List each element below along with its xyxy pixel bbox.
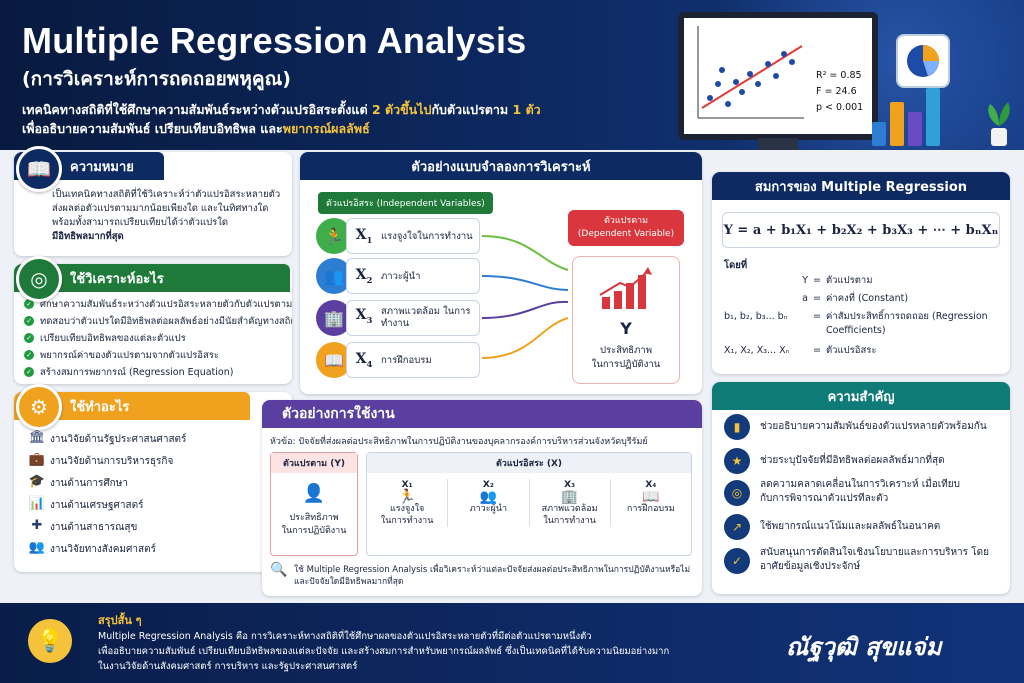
header-description: เทคนิคทางสถิติที่ใช้ศึกษาความสัมพันธ์ระห…	[22, 102, 541, 136]
summary-footer: 💡 สรุปสั้น ๆ Multiple Regression Analysi…	[0, 603, 1024, 683]
summary-title: สรุปสั้น ๆ	[98, 614, 142, 627]
check-icon: ✓	[24, 333, 34, 343]
importance-panel: ความสำคัญ	[712, 382, 1010, 594]
dv-box: ตัวแปรตาม (Y) 👤 ประสิทธิภาพในการปฏิบัติง…	[270, 452, 358, 556]
importance-item: สนับสนุนการตัดสินใจเชิงนโยบายและการบริหา…	[760, 547, 989, 572]
y-box: Y ประสิทธิภาพในการปฏิบัติงาน	[572, 256, 680, 384]
importance-item: ลดความคลาดเคลื่อนในการวิเคราะห์ เมื่อเที…	[760, 479, 960, 504]
use-item: งานด้านการศึกษา	[50, 478, 128, 489]
star-icon: ★	[724, 448, 750, 474]
book-icon: 📖	[16, 146, 62, 192]
chart-icon: 📊	[28, 496, 46, 511]
use-item: งานวิจัยด้านการบริหารธุรกิจ	[50, 456, 174, 467]
building-icon: 🏛	[28, 430, 46, 445]
target-icon: ◎	[16, 256, 62, 302]
use-item: งานวิจัยด้านรัฐประศาสนศาสตร์	[50, 434, 187, 445]
page-subtitle: (การวิเคราะห์การถดถอยพหุคูณ)	[22, 68, 291, 90]
use-item: งานด้านสาธารณสุข	[50, 522, 138, 533]
header-banner: Multiple Regression Analysis (การวิเคราะ…	[0, 0, 1024, 150]
purpose-item: พยากรณ์ค่าของตัวแปรตามจากตัวแปรอิสระ	[40, 350, 220, 361]
equation-header: สมการของ Multiple Regression	[712, 172, 1010, 200]
page-title: Multiple Regression Analysis	[22, 20, 527, 61]
example-topic: หัวข้อ: ปัจจัยที่ส่งผลต่อประสิทธิภาพในกา…	[270, 437, 648, 447]
purpose-item: ทดสอบว่าตัวแปรใดมีอิทธิพลต่อผลลัพธ์อย่าง…	[40, 316, 292, 327]
importance-item: ช่วยระบุปัจจัยที่มีอิทธิพลต่อผลลัพธ์มากท…	[760, 455, 945, 466]
check-icon: ✓	[24, 350, 34, 360]
purpose-item: สร้างสมการพยากรณ์ (Regression Equation)	[40, 367, 234, 378]
dv-label: ตัวแปรตาม(Dependent Variable)	[568, 210, 684, 246]
author-signature: ณัฐวุฒิ สุขแจ่ม	[786, 633, 942, 661]
bar-chart-icon	[872, 84, 942, 146]
y-label: ประสิทธิภาพในการปฏิบัติงาน	[591, 345, 661, 370]
shield-check-icon: ✓	[724, 548, 750, 574]
meaning-text: เป็นเทคนิคทางสถิติที่ใช้วิเคราะห์ว่าตัวแ…	[52, 189, 281, 242]
where-label: โดยที่	[724, 260, 748, 271]
scatter-plot-icon	[697, 26, 804, 119]
purpose-panel: ใช้วิเคราะห์อะไร ✓ศึกษาความสัมพันธ์ระหว่…	[14, 264, 292, 384]
gear-icon: ⚙	[16, 384, 62, 430]
magnifier-icon: 🔍	[270, 562, 288, 578]
check-icon: ✓	[24, 367, 34, 377]
medical-cross-icon: ✚	[31, 518, 43, 533]
y-symbol: Y	[620, 319, 632, 338]
trend-icon: ↗	[724, 514, 750, 540]
purpose-item: ศึกษาความสัมพันธ์ระหว่างตัวแปรอิสระหลายต…	[40, 299, 292, 310]
person-icon: 👤	[302, 483, 326, 504]
example-header: ตัวอย่างการใช้งาน	[262, 400, 702, 428]
model-header: ตัวอย่างแบบจำลองการวิเคราะห์	[300, 152, 702, 180]
growth-chart-icon	[599, 267, 652, 309]
use-item: งานวิจัยทางสังคมศาสตร์	[50, 544, 156, 555]
summary-text: Multiple Regression Analysis คือ การวิเค…	[98, 631, 670, 672]
definition-list: Y=ตัวแปรตาม a=ค่าคงที่ (Constant) b₁, b₂…	[724, 275, 988, 356]
check-icon: ✓	[24, 299, 34, 309]
graduation-cap-icon: 🎓	[28, 474, 46, 489]
importance-item: ช่วยอธิบายความสัมพันธ์ของตัวแปรหลายตัวพร…	[760, 421, 987, 432]
equation-panel: สมการของ Multiple Regression Y = a + b₁X…	[712, 172, 1010, 374]
pie-chart-icon	[896, 34, 950, 88]
check-icon: ✓	[24, 316, 34, 326]
target-icon: ◎	[724, 480, 750, 506]
iv-table: ตัวแปรอิสระ (X) X₁🏃แรงจูงใจในการทำงาน X₂…	[366, 452, 692, 556]
plant-icon	[988, 102, 1010, 146]
formula: Y = a + b₁X₁ + b₂X₂ + b₃X₃ + ⋯ + bₙXₙ	[722, 212, 1000, 248]
importance-item: ใช้พยากรณ์แนวโน้มและผลลัพธ์ในอนาคต	[760, 521, 941, 532]
briefcase-icon: 💼	[28, 452, 46, 467]
example-panel: ตัวอย่างการใช้งาน หัวข้อ: ปัจจัยที่ส่งผล…	[262, 400, 702, 596]
purpose-item: เปรียบเทียบอิทธิพลของแต่ละตัวแปร	[40, 333, 186, 344]
use-item: งานด้านเศรษฐศาสตร์	[50, 500, 144, 511]
bar-chart-icon: ▮	[724, 414, 750, 440]
people-icon: 👥	[28, 540, 46, 555]
importance-header: ความสำคัญ	[712, 382, 1010, 410]
lightbulb-icon: 💡	[28, 619, 72, 663]
example-note: ใช้ Multiple Regression Analysis เพื่อวิ…	[294, 565, 691, 587]
iv-label: ตัวแปรอิสระ (Independent Variables)	[318, 192, 493, 214]
